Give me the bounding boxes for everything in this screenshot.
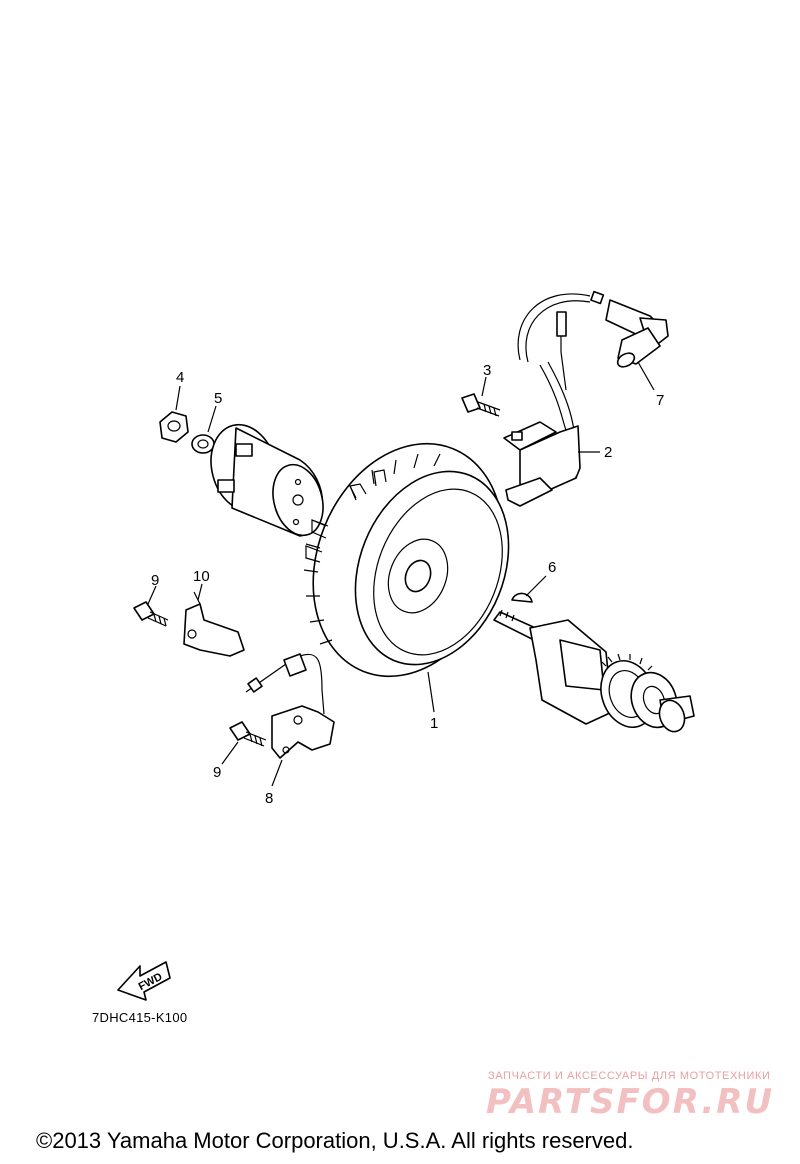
callout-7: 7	[656, 392, 664, 409]
lead-terminal	[556, 311, 567, 391]
callout-3: 3	[483, 362, 491, 379]
cooling-fan-cup	[210, 423, 324, 537]
callout-9-lower: 9	[213, 764, 221, 781]
crankshaft	[493, 609, 695, 733]
callout-8: 8	[265, 790, 273, 807]
washer	[191, 434, 215, 454]
woodruff-key	[511, 592, 533, 603]
bolt-9-upper	[133, 601, 169, 627]
callout-10: 10	[193, 568, 210, 585]
ignition-coil	[503, 361, 581, 507]
fwd-arrow-icon: FWD	[117, 961, 171, 1001]
nut	[159, 411, 189, 443]
bracket	[183, 591, 245, 657]
callout-6: 6	[548, 559, 556, 576]
bolt-9-lower	[229, 721, 267, 747]
spark-plug-cap	[517, 290, 669, 368]
pulser-coil	[245, 653, 335, 759]
fwd-label: FWD	[137, 971, 165, 993]
copyright-notice: ©2013 Yamaha Motor Corporation, U.S.A. A…	[36, 1128, 634, 1153]
callout-2: 2	[604, 444, 612, 461]
callout-4: 4	[176, 369, 184, 386]
watermark-subtitle: ЗАПЧАСТИ И АКСЕССУАРЫ ДЛЯ МОТОТЕХНИКИ	[488, 1070, 771, 1082]
flywheel	[303, 442, 510, 678]
bolt-3	[461, 393, 501, 417]
callout-5: 5	[214, 390, 222, 407]
watermark-logo: PARTSFOR.RU	[486, 1082, 775, 1122]
callout-1: 1	[430, 715, 438, 732]
diagram-code: 7DHC415-K100	[92, 1010, 188, 1025]
callout-9-upper: 9	[151, 572, 159, 589]
